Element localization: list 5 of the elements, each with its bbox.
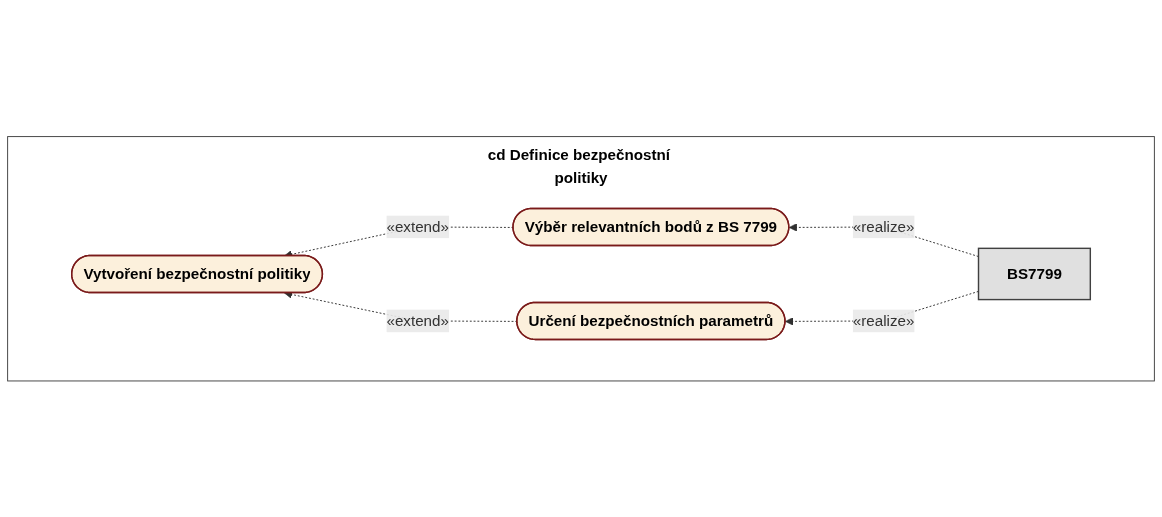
edge-label: «realize» [852,312,915,329]
edge-label: «extend» [386,218,449,235]
edge-label: «realize» [852,218,915,235]
edge-label: «extend» [386,312,449,329]
node-box: BS7799 [977,247,1092,300]
